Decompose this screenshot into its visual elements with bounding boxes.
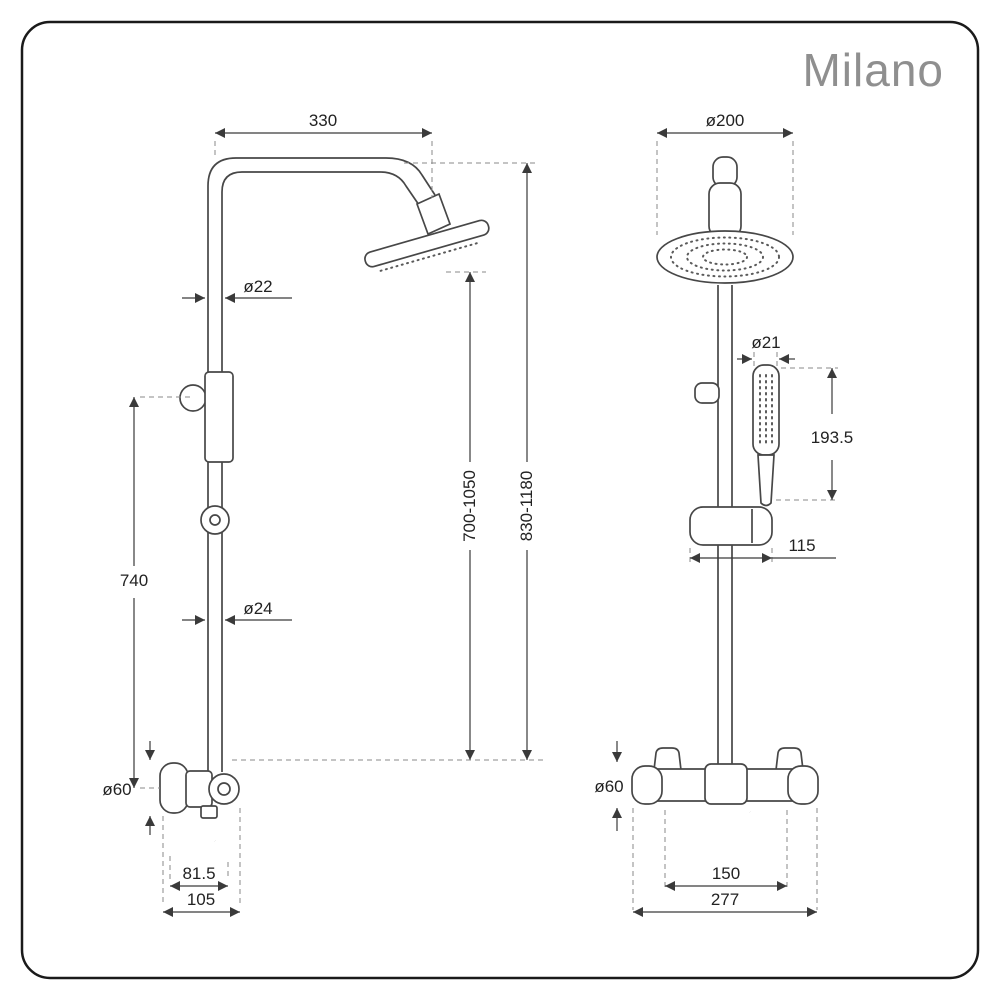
dim-193-5-label: 193.5 [811,428,854,447]
dim-pipe-dia-lower: ø24 [182,599,292,625]
dim-105-label: 105 [187,890,215,909]
riser-pipe-side [207,157,436,772]
dim-handset-length: 193.5 [776,367,854,501]
dim-wall-height: 740 [120,396,190,789]
dim-330-label: 330 [309,111,337,130]
slider-handle-front [694,382,720,404]
handset [752,364,780,507]
dim-o200-label: ø200 [706,111,745,130]
dim-overall-range: 830-1180 [232,162,545,761]
dim-o24-label: ø24 [243,599,272,618]
dim-hose-outer: 105 [162,808,241,917]
left-view: 330 ø22 740 ø24 700-1050 [102,111,545,917]
dim-hose-inner: 81.5 [169,856,229,891]
dim-150-label: 150 [712,864,740,883]
shower-head-front [656,230,794,284]
dim-valve-dia-left: ø60 [102,741,155,835]
mixer-valve-front [631,747,819,805]
dim-valve-dia-right: ø60 [594,741,624,831]
right-view: ø200 ø21 193.5 115 [594,111,854,917]
dim-inlet-centres: 150 [664,810,788,891]
wall-bracket-side [179,371,234,463]
dim-830-1180-label: 830-1180 [517,471,536,542]
dim-o60-right-label: ø60 [594,777,623,796]
dim-top-width: 330 [214,111,433,198]
dim-valve-width: 277 [632,808,818,917]
dim-o21-label: ø21 [751,333,780,352]
dim-handset-dia: ø21 [737,333,795,366]
dim-740-label: 740 [120,571,148,590]
dim-o60-left-label: ø60 [102,780,131,799]
dim-277-label: 277 [711,890,739,909]
riser-bracket-front [689,506,773,546]
dim-81-5-label: 81.5 [182,864,215,883]
dim-head-dia: ø200 [656,111,794,235]
brand-logo: Milano [802,44,944,96]
slider-knob-side [200,505,230,535]
dim-o22-label: ø22 [243,277,272,296]
shower-head-side [364,192,490,272]
dim-riser-range: 700-1050 [446,271,486,760]
dim-700-1050-label: 700-1050 [460,470,479,542]
dim-pipe-dia-upper: ø22 [182,277,292,303]
head-swivel-joint [708,156,742,238]
dim-bracket-width: 115 [689,536,836,563]
dim-115-label: 115 [788,536,815,555]
